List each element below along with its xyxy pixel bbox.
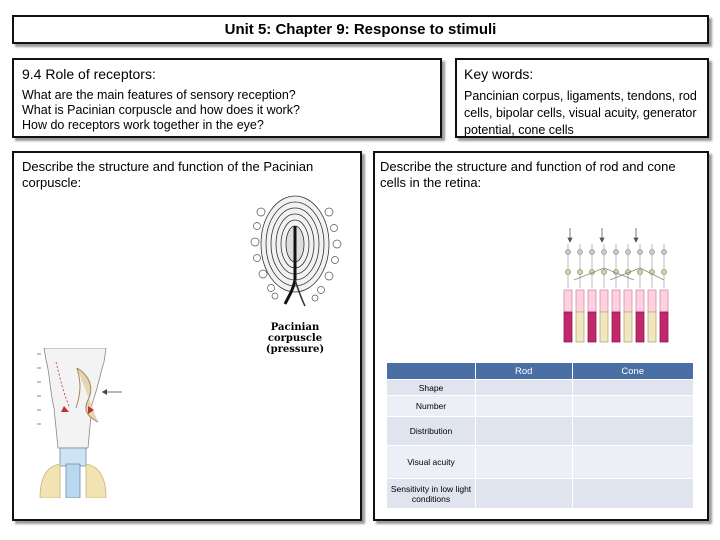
cell-rod-visual-acuity[interactable] <box>475 445 573 479</box>
table-header-cone: Cone <box>571 362 695 380</box>
question-1: What are the main features of sensory re… <box>22 88 296 102</box>
bipolar-cell-body <box>601 269 607 275</box>
pacinian-prompt: Describe the structure and function of t… <box>22 159 314 190</box>
bipolar-cell-body <box>565 269 571 275</box>
key-words-heading: Key words: <box>464 66 534 82</box>
ganglion-cell-body <box>565 249 571 255</box>
cell-inner-segment <box>611 289 621 313</box>
rod-cone-table: Rod Cone Shape Number Distribution Visua… <box>386 362 695 509</box>
cell-rod-number[interactable] <box>475 395 573 417</box>
roles-box: 9.4 Role of receptors: What are the main… <box>12 58 442 138</box>
synapse-connection <box>609 267 665 281</box>
cell-cone-distribution[interactable] <box>571 416 695 446</box>
ganglion-cell-body <box>613 249 619 255</box>
rod-cone-diagram <box>563 228 669 343</box>
cell-inner-segment <box>659 289 669 313</box>
rod-outer-segment <box>611 311 621 343</box>
cell-rod-sensitivity[interactable] <box>475 478 573 509</box>
rod-outer-segment <box>635 311 645 343</box>
table-row: Distribution <box>386 416 695 446</box>
cell-cone-sensitivity[interactable] <box>571 478 695 509</box>
cell-inner-segment <box>587 289 597 313</box>
row-label-shape: Shape <box>386 379 476 396</box>
ganglion-cell-body <box>649 249 655 255</box>
cone-outer-segment <box>599 311 609 343</box>
cell-inner-segment <box>599 289 609 313</box>
table-header-rod: Rod <box>475 362 573 380</box>
title-box: Unit 5: Chapter 9: Response to stimuli <box>12 15 709 44</box>
ganglion-cell-body <box>589 249 595 255</box>
synapse-connection <box>573 267 635 281</box>
question-2: What is Pacinian corpuscle and how does … <box>22 103 300 117</box>
table-header-row: Rod Cone <box>386 362 695 380</box>
pacinian-label-line1: Pacinian corpuscle <box>267 322 323 344</box>
cell-inner-segment <box>563 289 573 313</box>
cell-inner-segment <box>647 289 657 313</box>
rod-outer-segment <box>563 311 573 343</box>
cell-inner-segment <box>623 289 633 313</box>
pacinian-corpuscle-figure <box>250 195 342 307</box>
pacinian-figure-label: Pacinian corpuscle (pressure) <box>250 322 340 355</box>
ganglion-cell-body <box>601 249 607 255</box>
cone-outer-segment <box>623 311 633 343</box>
lamellae-compression-figure <box>37 348 122 498</box>
pacinian-label-line2: (pressure) <box>265 344 325 355</box>
cell-cone-number[interactable] <box>571 395 695 417</box>
cell-inner-segment <box>635 289 645 313</box>
ganglion-cell-body <box>637 249 643 255</box>
cell-cone-visual-acuity[interactable] <box>571 445 695 479</box>
cone-outer-segment <box>575 311 585 343</box>
table-row: Shape <box>386 379 695 396</box>
table-row: Visual acuity <box>386 445 695 479</box>
row-label-distribution: Distribution <box>386 416 476 446</box>
row-label-sensitivity: Sensitivity in low light conditions <box>386 478 476 509</box>
rod-cone-prompt: Describe the structure and function of r… <box>380 159 676 190</box>
cell-inner-segment <box>575 289 585 313</box>
roles-heading: 9.4 Role of receptors: <box>22 66 156 82</box>
question-3: How do receptors work together in the ey… <box>22 118 264 132</box>
cone-outer-segment <box>647 311 657 343</box>
bipolar-cell-body <box>661 269 667 275</box>
cell-rod-shape[interactable] <box>475 379 573 396</box>
cell-cone-shape[interactable] <box>571 379 695 396</box>
ganglion-cell-body <box>661 249 667 255</box>
bipolar-cell-body <box>577 269 583 275</box>
row-label-number: Number <box>386 395 476 417</box>
page-title: Unit 5: Chapter 9: Response to stimuli <box>224 21 497 38</box>
table-row: Sensitivity in low light conditions <box>386 478 695 509</box>
cell-rod-distribution[interactable] <box>475 416 573 446</box>
rod-outer-segment <box>659 311 669 343</box>
row-label-visual-acuity: Visual acuity <box>386 445 476 479</box>
rod-outer-segment <box>587 311 597 343</box>
key-words-box: Key words: Pancinian corpus, ligaments, … <box>455 58 709 138</box>
table-row: Number <box>386 395 695 417</box>
table-header-empty <box>386 362 476 380</box>
ganglion-cell-body <box>625 249 631 255</box>
bipolar-cell-body <box>637 269 643 275</box>
key-words-list: Pancinian corpus, ligaments, tendons, ro… <box>464 89 697 137</box>
ganglion-cell-body <box>577 249 583 255</box>
